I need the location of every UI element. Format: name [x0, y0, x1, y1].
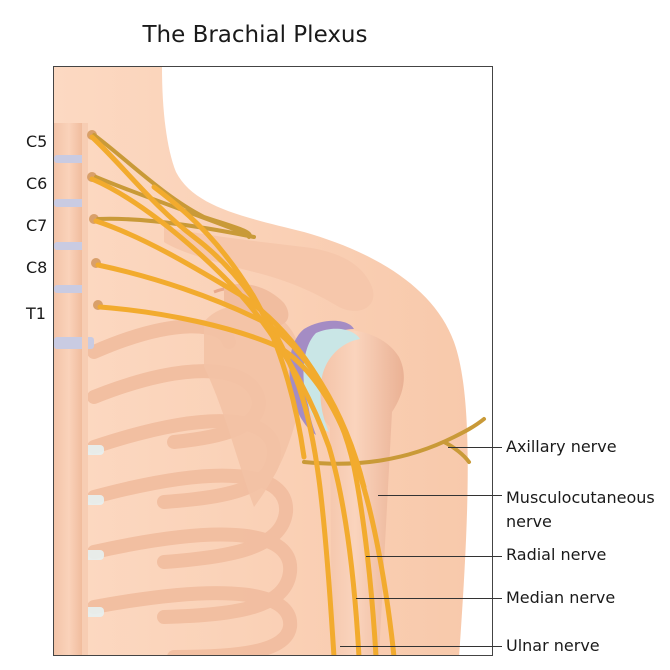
brachial-plexus-nerves: [89, 134, 397, 655]
label-ulnar-nerve: Ulnar nerve: [506, 636, 600, 655]
leader-musculocutaneous: [378, 495, 502, 496]
leader-radial: [366, 556, 502, 557]
joint-cartilage: [303, 328, 360, 432]
label-musculocutaneous-nerve-line2: nerve: [506, 512, 552, 531]
leader-axillary: [448, 447, 502, 448]
anatomy-illustration: [54, 67, 486, 655]
label-musculocutaneous-nerve-line1: Musculocutaneous: [506, 488, 655, 507]
label-median-nerve: Median nerve: [506, 588, 616, 607]
vertebra-label-c8: C8: [26, 258, 48, 277]
vertebra-label-t1: T1: [26, 304, 46, 323]
label-axillary-nerve: Axillary nerve: [506, 437, 617, 456]
leader-median: [356, 598, 502, 599]
vertebra-label-c6: C6: [26, 174, 48, 193]
posterior-nerve-branches: [92, 133, 486, 466]
diagram-title: The Brachial Plexus: [142, 22, 368, 48]
illustration-frame: [53, 66, 493, 656]
vertebra-label-c5: C5: [26, 132, 48, 151]
vertebral-column: [54, 123, 94, 655]
humerus: [306, 330, 404, 655]
leader-ulnar: [340, 646, 502, 647]
vertebra-label-c7: C7: [26, 216, 48, 235]
label-radial-nerve: Radial nerve: [506, 545, 607, 564]
